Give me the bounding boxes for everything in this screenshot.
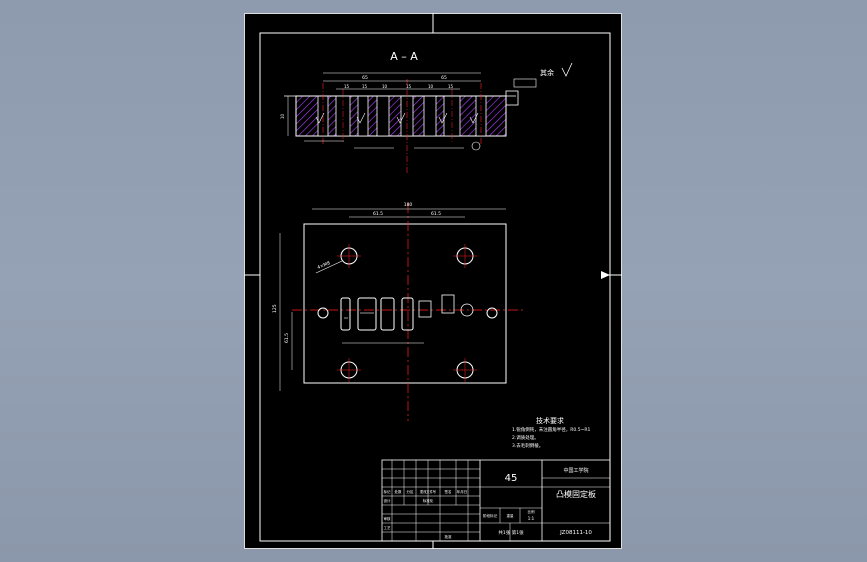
tech-note: 3.去毛刺倒棱。 <box>512 442 543 449</box>
dim-label: 15 <box>448 84 454 89</box>
dowel-hole <box>486 307 498 319</box>
corner-holes <box>337 244 477 382</box>
section-slot <box>357 95 369 137</box>
tech-requirements: 技术要求 1.锐角倒钝，未注圆角半径，R0.5~R1 2.调质处理。 3.去毛刺… <box>512 416 590 449</box>
roughness-note: 其余 <box>540 62 573 77</box>
tb-label: 设计 <box>384 498 392 503</box>
dim-label: 15 <box>362 84 368 89</box>
roughness-symbol-icon <box>561 62 573 77</box>
dim-right-half: 61.5 <box>431 211 441 217</box>
other-roughness-text: 其余 <box>540 68 554 77</box>
slot <box>441 294 455 314</box>
tb-label: 签名 <box>445 489 452 494</box>
tb-label: 阶段标记 <box>483 513 497 518</box>
slot <box>418 300 432 318</box>
section-slot <box>376 95 390 137</box>
company: 中国工学院 <box>563 467 588 474</box>
tb-label: 审核 <box>384 516 392 521</box>
tb-label: 重量 <box>507 513 515 518</box>
dim-label: 10 <box>428 84 434 89</box>
tb-label: 分区 <box>407 489 415 494</box>
pilot-hole <box>460 303 474 317</box>
sheet-info: 共1张 第1张 <box>498 529 524 536</box>
section-slot <box>423 95 437 137</box>
section-view: 65 65 15 15 10 15 10 15 10 <box>280 72 537 173</box>
part-name: 凸模固定板 <box>556 489 596 499</box>
dim-label: 65 <box>441 75 447 81</box>
cad-drawing: A – A 其余 65 65 <box>244 13 622 549</box>
plan-view: 180 61.5 61.5 125 61.5 4×M8 <box>272 202 526 421</box>
dim-label: 10 <box>382 84 388 89</box>
tb-label: 比例 <box>528 509 536 514</box>
dim-label: 15 <box>406 84 412 89</box>
tb-label: 批准 <box>445 534 453 539</box>
dim-label: 65 <box>362 75 368 81</box>
dim-row-spacing: 61.5 <box>284 333 290 343</box>
title-block: 标记 处数 分区 更改文件号 签名 年月日 设计 标准化 审核 工艺 批准 阶段… <box>381 459 611 542</box>
tb-label: 标准化 <box>423 498 434 503</box>
tech-title: 技术要求 <box>536 416 564 425</box>
hole-note: 4×M8 <box>317 260 332 271</box>
drawing-number: JZ08111-10 <box>559 530 592 536</box>
orient-arrow <box>601 271 610 279</box>
material: 45 <box>505 473 518 484</box>
punch-slots <box>340 294 474 331</box>
plate-outline <box>303 223 507 384</box>
slot <box>357 297 377 331</box>
tech-note: 1.锐角倒钝，未注圆角半径，R0.5~R1 <box>512 426 590 433</box>
tb-label: 工艺 <box>384 525 392 530</box>
drawing-sheet: A – A 其余 65 65 <box>244 13 622 549</box>
dim-overall-width: 180 <box>404 202 413 208</box>
tb-label: 处数 <box>395 489 403 494</box>
slot <box>401 297 414 331</box>
scale: 1:1 <box>528 516 535 521</box>
tech-note: 2.调质处理。 <box>512 434 539 441</box>
tb-label: 年月日 <box>457 489 468 494</box>
dowel-hole <box>317 307 329 319</box>
dim-label: 15 <box>344 84 350 89</box>
dim-height: 125 <box>272 304 278 313</box>
slot <box>380 297 395 331</box>
tb-label: 标记 <box>384 489 392 494</box>
dim-left-half: 61.5 <box>373 211 383 217</box>
slot <box>340 297 351 331</box>
section-label: A – A <box>390 50 418 63</box>
dim-label: 10 <box>280 113 285 119</box>
tb-label: 更改文件号 <box>420 489 436 494</box>
